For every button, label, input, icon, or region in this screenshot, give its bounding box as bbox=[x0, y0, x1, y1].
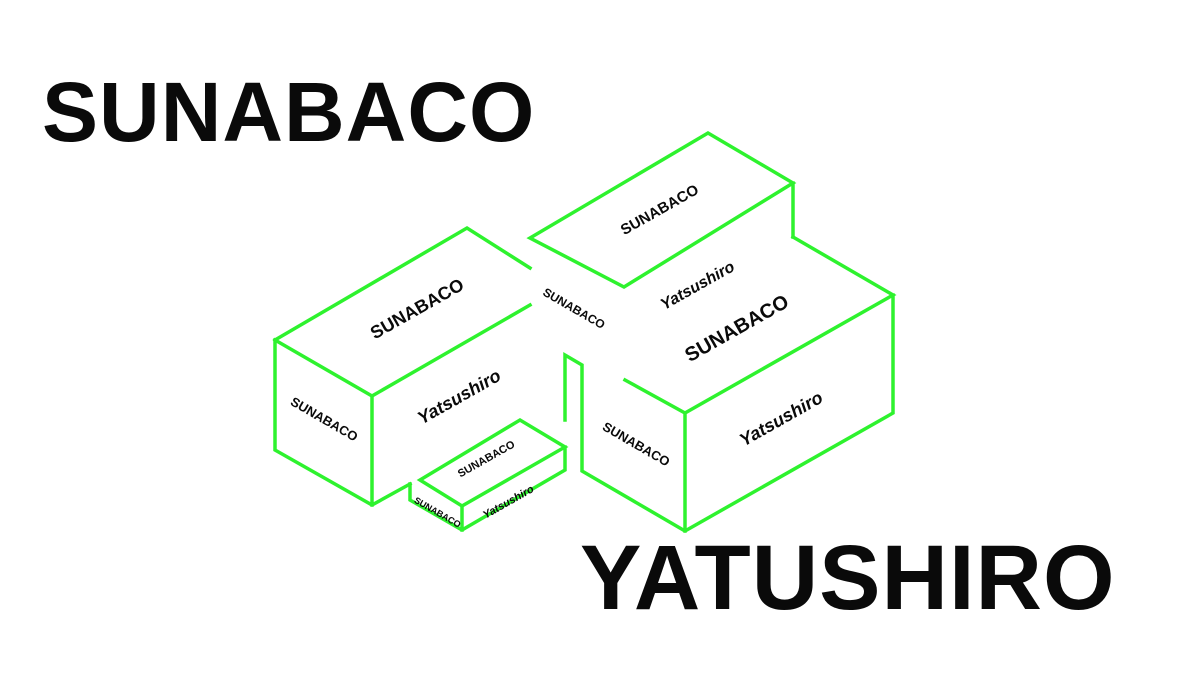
upper-block-side-label: Yatsushiro bbox=[658, 258, 738, 313]
block-outlines bbox=[272, 130, 897, 534]
right-block-front-label: SUNABACO bbox=[600, 419, 673, 470]
title-yatushiro: YATUSHIRO bbox=[580, 527, 1116, 629]
middle-front-label: SUNABACO bbox=[540, 285, 607, 332]
left-block-top-label: SUNABACO bbox=[367, 274, 467, 343]
block-labels: SUNABACO SUNABACO Yatsushiro SUNABACO SU… bbox=[288, 181, 826, 530]
small-block-top-label: SUNABACO bbox=[456, 438, 518, 480]
title-sunabaco: SUNABACO bbox=[42, 65, 536, 159]
upper-block-top-label: SUNABACO bbox=[618, 181, 702, 239]
left-block-front-label: SUNABACO bbox=[288, 394, 361, 445]
right-block-outline bbox=[563, 234, 897, 534]
small-block-outline bbox=[408, 417, 569, 533]
left-block-side-label: Yatsushiro bbox=[414, 365, 504, 428]
upper-block-outline bbox=[526, 130, 797, 290]
right-block-top-label: SUNABACO bbox=[681, 291, 792, 367]
left-block-outline bbox=[272, 225, 533, 508]
right-block-side-label: Yatsushiro bbox=[736, 387, 826, 450]
